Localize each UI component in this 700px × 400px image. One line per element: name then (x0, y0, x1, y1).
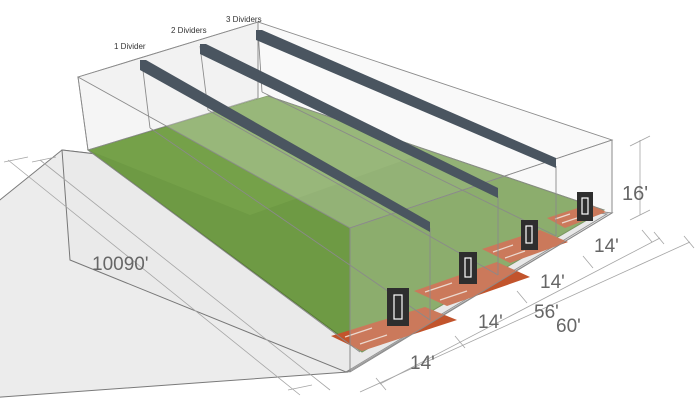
label-1-divider: 1 Divider (114, 42, 146, 51)
dim-lane-4: 14' (594, 236, 619, 257)
dim-lane-3: 14' (540, 272, 565, 293)
batting-mat-1 (331, 307, 457, 351)
label-2-dividers: 2 Dividers (171, 26, 207, 35)
target-2 (459, 252, 477, 284)
target-1 (387, 288, 409, 326)
turf-shade (88, 96, 430, 215)
divider-beam-3 (256, 30, 556, 168)
net-frame (76, 21, 614, 373)
dim-lane-2: 14' (478, 312, 503, 333)
dim-length: 10090' (92, 254, 148, 275)
dim-width-inner: 56' (534, 302, 559, 323)
divider-beam-1 (140, 60, 430, 232)
label-3-dividers: 3 Dividers (226, 15, 262, 24)
target-3 (521, 220, 538, 250)
dim-width-outer: 60' (556, 316, 581, 337)
dim-height: 16' (622, 183, 648, 205)
dimension-lines (3, 135, 695, 396)
target-4 (577, 192, 593, 221)
targets (387, 192, 593, 326)
dim-lane-1: 14' (410, 353, 435, 374)
divider-beams (140, 30, 556, 232)
divider-beam-2 (200, 44, 498, 198)
